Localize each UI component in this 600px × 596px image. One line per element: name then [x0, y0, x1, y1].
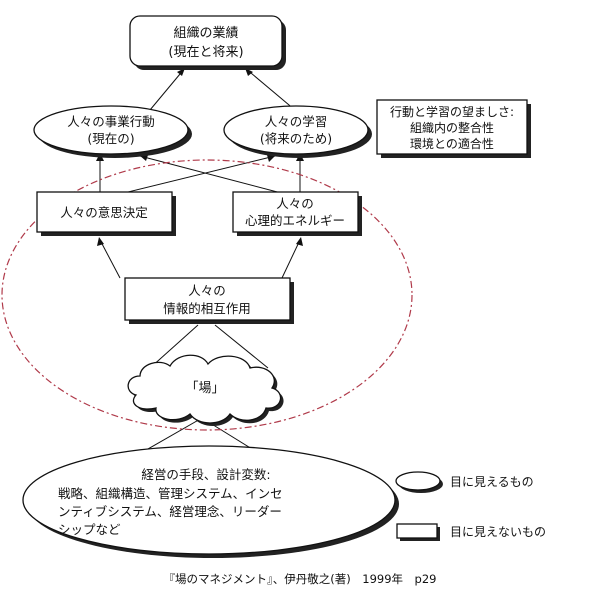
citation: 『場のマネジメント』、伊丹敬之(著) 1999年 p29: [164, 572, 437, 586]
arrow-interaction-to-decision: [99, 239, 121, 279]
arrowhead-icon: [296, 237, 303, 246]
desirability-note-box: 行動と学習の望ましさ: 組織内の整合性 環境との適合性: [376, 99, 531, 158]
energy-line2: 心理的エネルギー: [245, 213, 345, 228]
note-title: 行動と学習の望ましさ:: [390, 104, 514, 119]
learning-title: 人々の学習: [265, 114, 328, 129]
action-subtitle: (現在の): [87, 131, 134, 146]
legend: 目に見えるもの 目に見えないもの: [395, 471, 546, 541]
performance-title: 組織の業績: [173, 25, 238, 41]
arrow-energy-to-action: [139, 155, 286, 195]
action-title: 人々の事業行動: [67, 114, 155, 129]
ba-label: 「場」: [185, 381, 224, 396]
arrow-interaction-to-energy: [281, 239, 301, 279]
line-cloud-to-interaction-right: [214, 324, 269, 369]
psychological-energy-box: 人々の 心理的エネルギー: [232, 191, 362, 236]
learning-ellipse: 人々の学習 (将来のため): [223, 105, 372, 158]
means-line2: 戦略、組織構造、管理システム、インセ: [58, 486, 283, 501]
arrow-action-to-performance: [149, 67, 186, 111]
decision-label: 人々の意思決定: [60, 205, 148, 220]
line-cloud-to-interaction-left: [149, 324, 199, 369]
management-means-ellipse: 経営の手段、設計変数: 戦略、組織構造、管理システム、インセ ンティブシステム、…: [22, 445, 399, 558]
business-action-ellipse: 人々の事業行動 (現在の): [33, 105, 192, 158]
information-interaction-box: 人々の 情報的相互作用: [124, 277, 294, 324]
interaction-line1: 人々の: [188, 283, 226, 298]
means-line4: シップなど: [58, 522, 121, 537]
decision-making-box: 人々の意思決定: [36, 191, 176, 236]
arrow-learning-to-performance: [244, 67, 296, 111]
interaction-line2: 情報的相互作用: [163, 301, 251, 316]
legend-rect-icon: [396, 523, 438, 539]
note-line-environment: 環境との適合性: [410, 136, 494, 151]
ba-boundary-dashed-ellipse: [1, 159, 413, 431]
note-line-internal: 組織内の整合性: [410, 120, 494, 135]
performance-subtitle: (現在と将来): [168, 45, 243, 60]
arrowhead-icon: [97, 237, 104, 246]
ba-cloud: 「場」: [127, 354, 284, 426]
organizational-performance-box: 組織の業績 (現在と将来): [129, 15, 286, 70]
arrow-decision-to-learning: [119, 155, 276, 195]
legend-ellipse-icon: [395, 471, 441, 491]
legend-invisible-label: 目に見えないもの: [450, 525, 546, 539]
arrowhead-icon: [267, 155, 276, 162]
means-title: 経営の手段、設計変数:: [141, 467, 270, 482]
means-line3: ンティブシステム、経営理念、リーダー: [58, 504, 282, 519]
energy-line1: 人々の: [276, 196, 314, 211]
learning-subtitle: (将来のため): [260, 131, 332, 146]
legend-visible-label: 目に見えるもの: [450, 475, 534, 489]
